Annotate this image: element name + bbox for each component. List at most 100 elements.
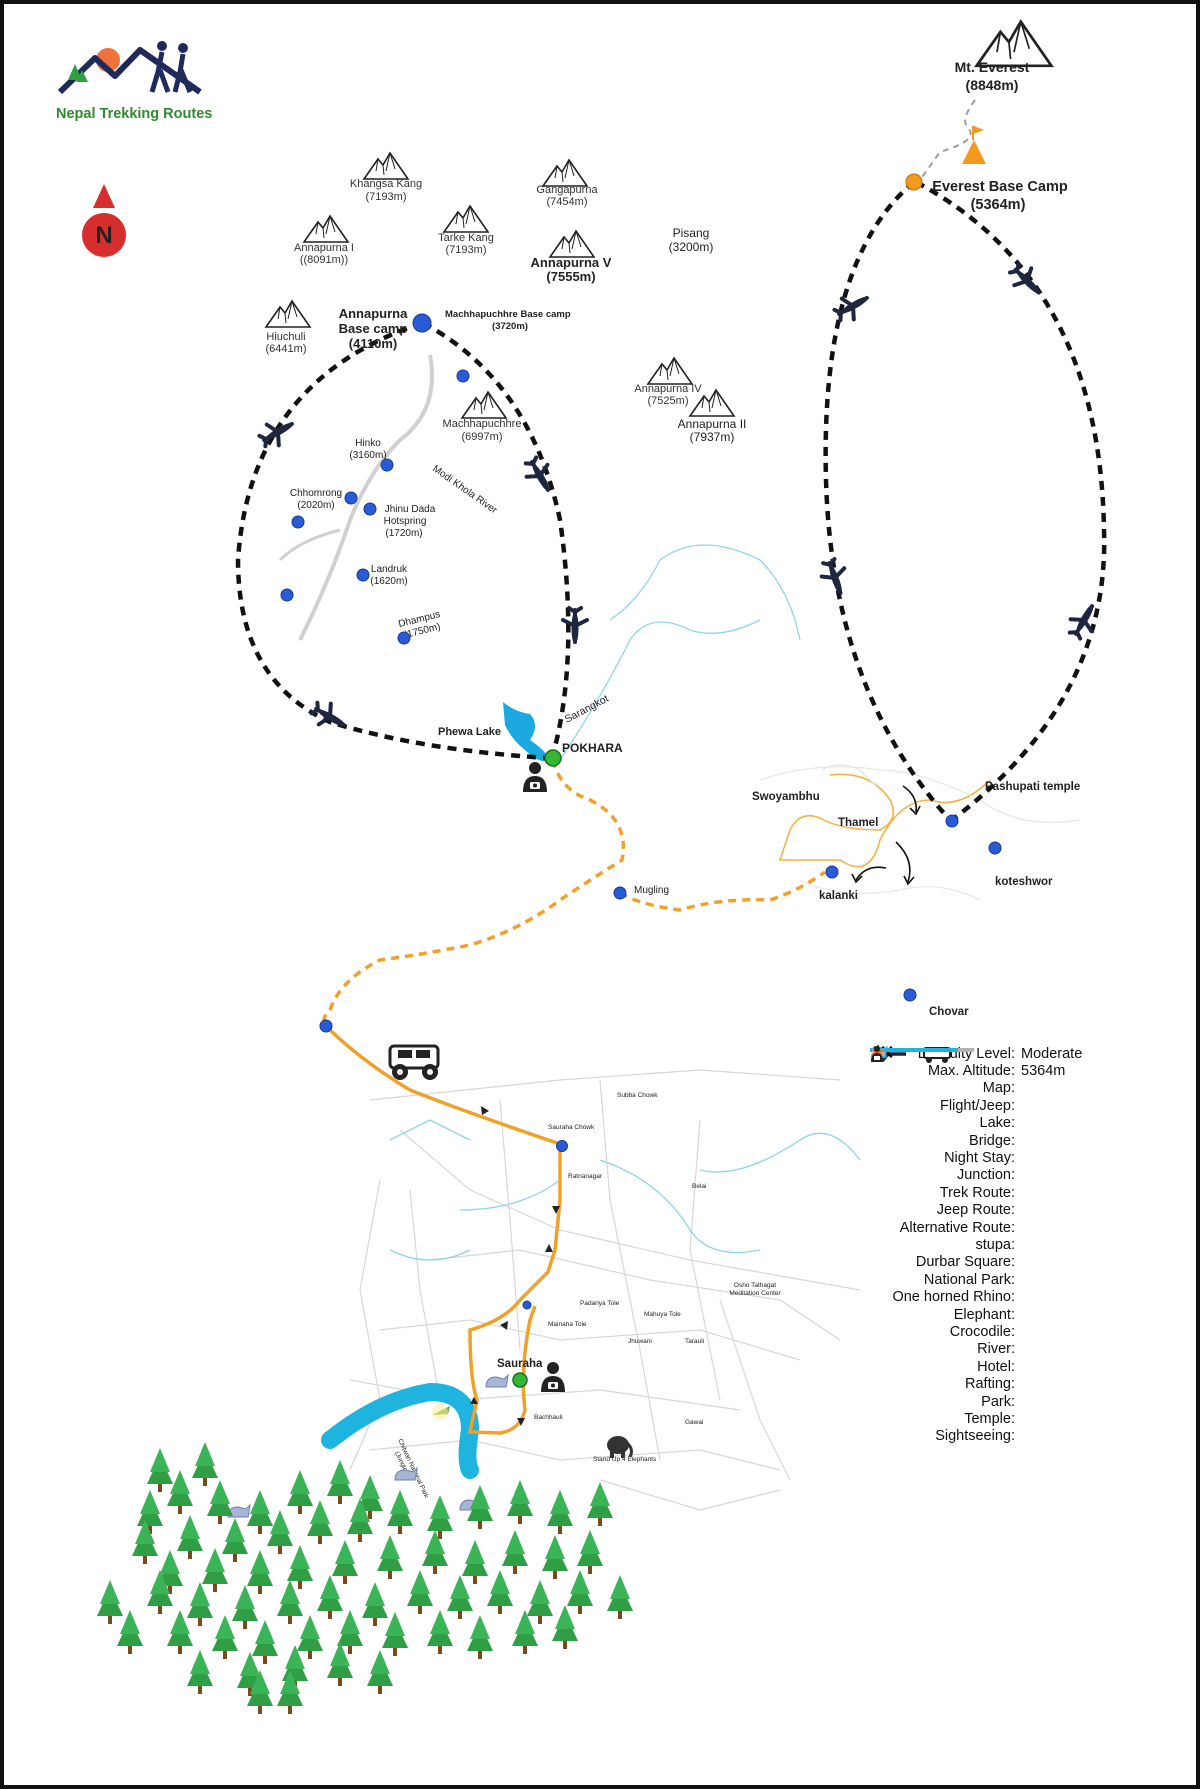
brand-name: Nepal Trekking Routes (56, 106, 213, 122)
peak-name: Annapurna I (294, 242, 354, 254)
koteshwor-label: koteshwor (995, 876, 1053, 888)
phewa-lake-label: Phewa Lake (438, 726, 501, 738)
plane-icon (254, 410, 302, 454)
place-label: Gawai (685, 1419, 703, 1426)
tree-icon (167, 1470, 193, 1514)
legend-label: Junction: (956, 1167, 1015, 1184)
rapti-river (321, 1382, 480, 1479)
night-stay-marker (544, 749, 562, 767)
mountain-icon (363, 152, 409, 180)
tree-icon (147, 1448, 173, 1492)
place-label: Padariya Tole (580, 1300, 620, 1307)
tree-icon (607, 1575, 633, 1619)
modi-khola-river-line (298, 354, 434, 641)
plane-icon (1006, 260, 1048, 302)
legend-row: Bridge: (870, 1045, 1200, 1149)
peak-altitude: (8848m) (966, 77, 1019, 93)
place-label: Hinko (355, 438, 381, 449)
mountain-icon (303, 215, 349, 243)
tree-icon (297, 1615, 323, 1659)
peak-name: Machhapuchhre (443, 418, 522, 430)
legend-label: Jeep Route: (936, 1202, 1015, 1219)
tree-icon (447, 1575, 473, 1619)
rhino-icon (485, 1374, 509, 1388)
legend-row: Night Stay: (870, 1047, 1200, 1167)
legend-row: Park: (870, 1047, 1200, 1410)
tree-icon (377, 1535, 403, 1579)
road-network (349, 1069, 861, 1511)
legend-row: Rafting: (870, 1049, 1200, 1392)
legend-label: Sightseeing: (935, 1428, 1015, 1445)
tree-icon (132, 1520, 158, 1564)
crocodile-icon (432, 1404, 450, 1420)
pashupati-label: Pashupati temple (985, 781, 1080, 793)
elephant-icon (607, 1436, 633, 1458)
legend-row: Junction: (870, 1047, 1200, 1184)
junction-markers (280, 313, 1002, 1310)
legend-label: Hotel: (977, 1358, 1015, 1375)
legend-row: Lake: (870, 1115, 1200, 1132)
jeep-route (322, 759, 827, 1435)
peak-name: Khangsa Kang (350, 178, 422, 190)
place-label: Chhomrong (290, 488, 342, 499)
legend-label: National Park: (923, 1271, 1015, 1288)
tree-icon (587, 1482, 613, 1526)
peak-altitude: (7555m) (546, 269, 595, 284)
tree-icon (212, 1615, 238, 1659)
plane-icon (306, 695, 354, 739)
sightseeing-icon (541, 1362, 565, 1392)
peak-altitude: (7937m) (690, 430, 735, 444)
plane-icon (518, 452, 562, 500)
peak-name: Gangapurna (536, 184, 598, 196)
mountain-icon (647, 357, 693, 385)
mbc-altitude: (3720m) (492, 321, 528, 332)
legend-label: Durbar Square: (915, 1254, 1015, 1271)
sightseeing-icon (523, 762, 547, 792)
place-label: Jhinu Dada (385, 504, 436, 515)
plane-icon (829, 284, 877, 328)
mountain-icon (461, 391, 507, 419)
peak-altitude: (6441m) (266, 343, 307, 355)
tree-icon (467, 1485, 493, 1529)
abc-label: Base camp (339, 321, 408, 336)
tree-icon (137, 1490, 163, 1534)
tree-icon (407, 1570, 433, 1614)
peak-name: Annapurna V (531, 255, 612, 270)
legend-row: Max. Altitude:5364m (870, 1062, 1200, 1079)
legend-label: Park: (981, 1393, 1015, 1410)
legend-label: Flight/Jeep: (940, 1097, 1015, 1114)
pokhara-label: POKHARA (562, 741, 623, 755)
modi-river-label: Modi Khola River (430, 463, 499, 516)
mugling-label: Mugling (634, 885, 669, 896)
tree-icon (507, 1480, 533, 1524)
legend-value: Moderate (1021, 1045, 1083, 1062)
legend-label: River: (977, 1341, 1015, 1358)
tree-icon (287, 1470, 313, 1514)
tree-icon (192, 1442, 218, 1486)
place-altitude: (1720m) (385, 528, 422, 539)
peak-name: Mt. Everest (955, 59, 1030, 75)
place-label: Tarauli (685, 1338, 704, 1345)
kathmandu-roads (759, 764, 1081, 901)
tree-icon (542, 1535, 568, 1579)
legend-label: One horned Rhino: (892, 1289, 1015, 1306)
river-branch (278, 528, 341, 562)
river-network (389, 544, 861, 1261)
peak-name: Annapurna II (678, 417, 747, 431)
tree-icon (577, 1530, 603, 1574)
mountain-icon (542, 159, 588, 187)
tree-icon (552, 1605, 578, 1649)
peak-name: Hiuchuli (266, 331, 305, 343)
tree-icon (362, 1582, 388, 1626)
peak-name: Annapurna IV (634, 383, 702, 395)
legend-label: Night Stay: (944, 1150, 1015, 1167)
legend-label: Alternative Route: (899, 1219, 1015, 1236)
place-label: Ratnanagar (568, 1173, 603, 1180)
legend-label: Crocodile: (949, 1323, 1015, 1340)
plane-icon (1062, 596, 1106, 644)
place-label: Stand Up 4 Elephants (593, 1456, 657, 1463)
legend-row: Hotel: (870, 1049, 1200, 1375)
thamel-label: Thamel (838, 817, 878, 829)
